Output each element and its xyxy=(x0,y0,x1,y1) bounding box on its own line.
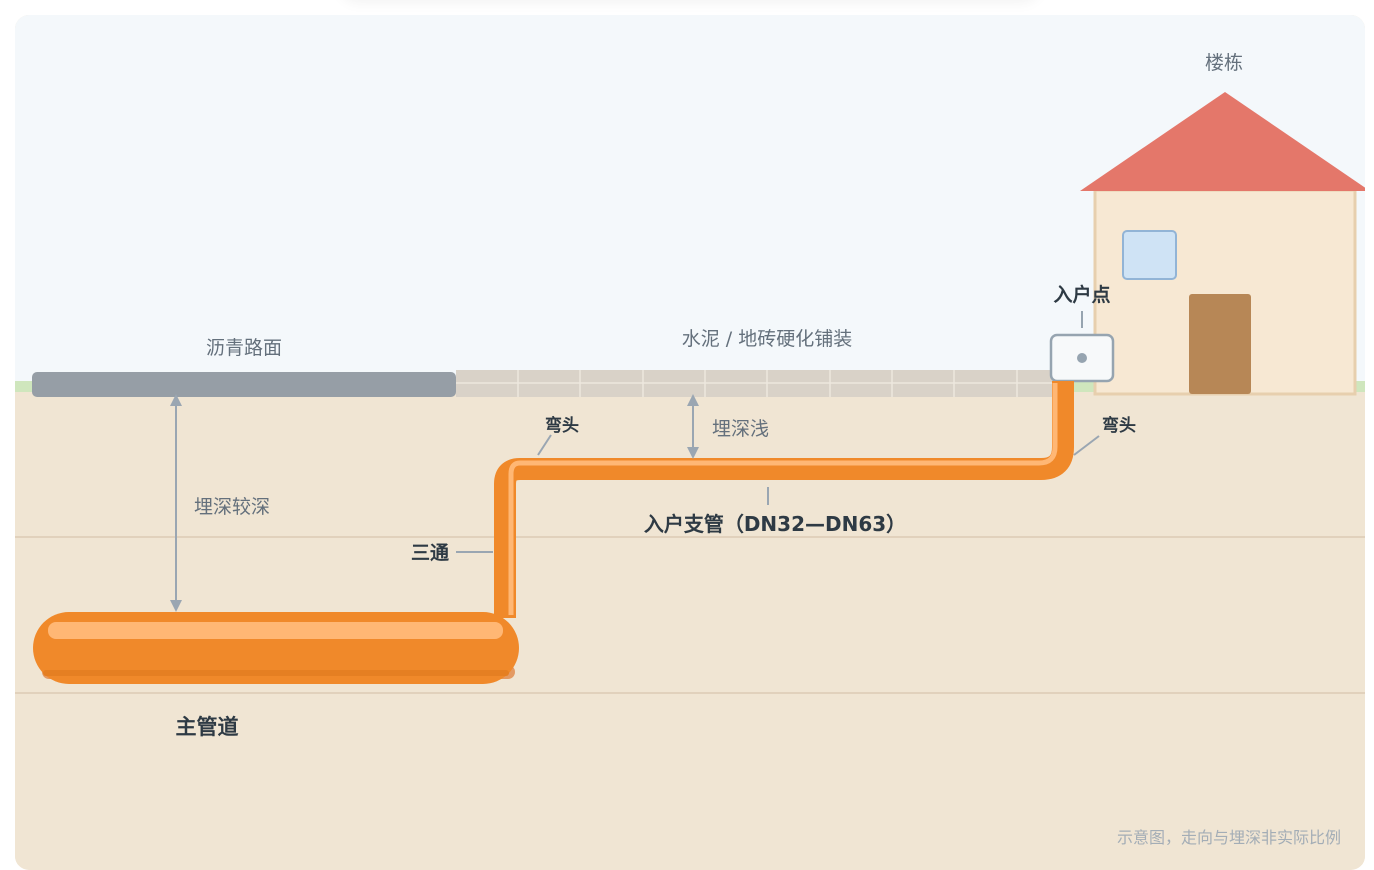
building xyxy=(1080,92,1365,396)
building-roof xyxy=(1080,92,1365,191)
building-door xyxy=(1189,294,1251,394)
asphalt-label: 沥青路面 xyxy=(206,337,282,359)
main-pipe xyxy=(33,612,519,684)
building-window xyxy=(1122,230,1177,280)
building-label: 楼栋 xyxy=(1205,52,1243,74)
elbow-left-label: 弯头 xyxy=(545,415,579,436)
diagram-card: 楼栋 入户点 沥青路面 水泥 / 地砖硬化铺装 弯头 弯头 埋深浅 埋深较深 三… xyxy=(15,15,1365,870)
tee-label: 三通 xyxy=(411,542,450,564)
paving-label: 水泥 / 地砖硬化铺装 xyxy=(682,328,852,350)
deep-depth-label: 埋深较深 xyxy=(194,496,270,518)
main-pipe-label: 主管道 xyxy=(176,715,239,739)
elbow-left-leader xyxy=(537,434,552,456)
entry-point-label: 入户点 xyxy=(1053,283,1110,306)
pipe-diagram: 楼栋 入户点 沥青路面 水泥 / 地砖硬化铺装 弯头 弯头 埋深浅 埋深较深 三… xyxy=(15,15,1365,865)
entry-point-box xyxy=(1049,311,1115,383)
shallow-depth-label: 埋深浅 xyxy=(712,418,769,440)
paving-surface xyxy=(456,370,1056,397)
branch-pipe-label: 入户支管（DN32—DN63） xyxy=(644,512,906,536)
branch-pipe xyxy=(494,381,1074,618)
asphalt-surface xyxy=(32,372,456,397)
elbow-right-leader xyxy=(1073,435,1100,456)
elbow-right-label: 弯头 xyxy=(1102,415,1136,436)
scale-note: 示意图，走向与埋深非实际比例 xyxy=(1117,828,1341,847)
